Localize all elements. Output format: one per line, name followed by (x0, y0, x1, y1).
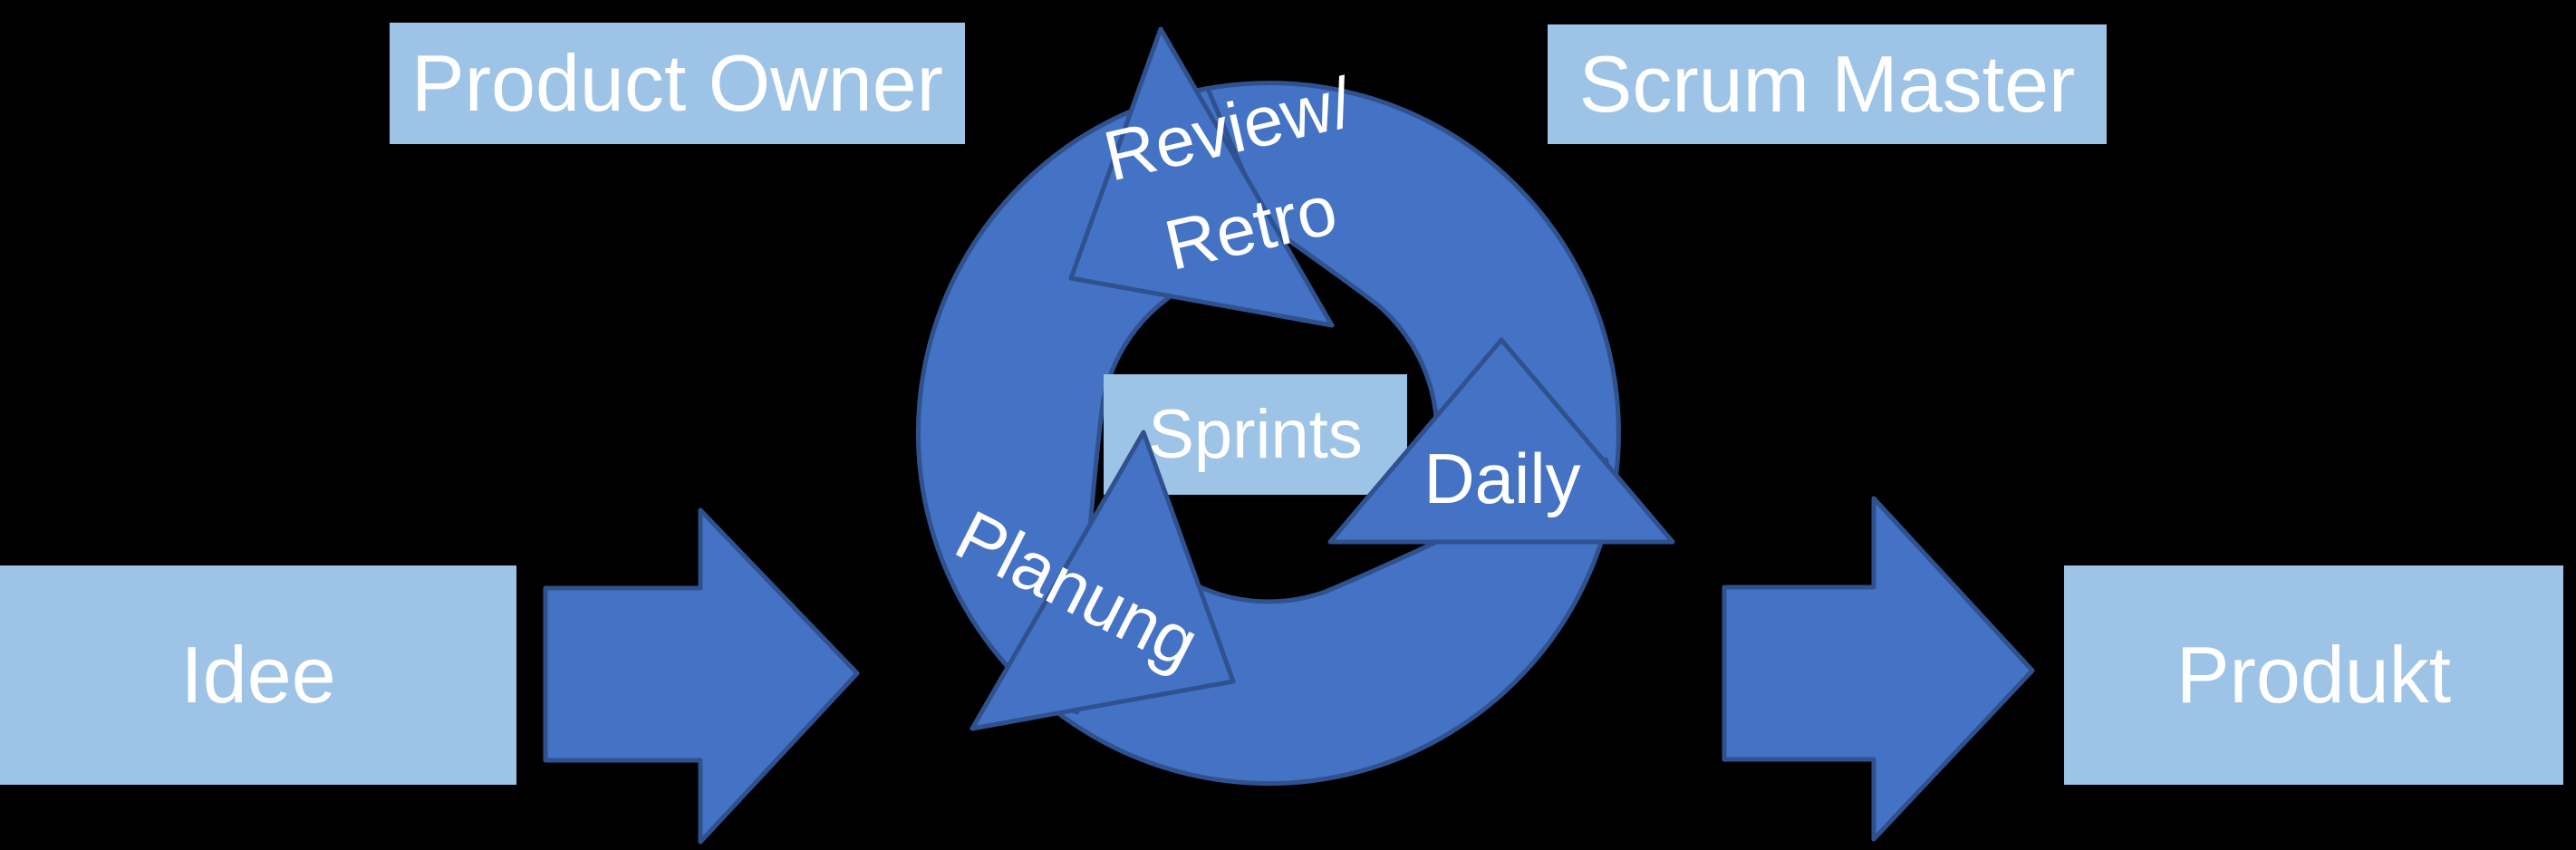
sprints-label-text: Sprints (1148, 395, 1363, 473)
daily-label: Daily (1321, 435, 1684, 522)
review-retro-arrowhead-triangle (1068, 26, 1335, 328)
idee-box: Idee (0, 565, 516, 785)
daily-arrowhead-triangle (1327, 337, 1675, 545)
scrum-master-box: Scrum Master (1548, 24, 2107, 144)
idee-to-cycle-arrow (543, 507, 860, 845)
product-owner-box: Product Owner (390, 23, 965, 144)
planung-arrowhead-triangle (970, 430, 1236, 731)
daily-label-text: Daily (1423, 438, 1581, 518)
sprints-label: Sprints (1104, 374, 1407, 495)
cycle-to-produkt-arrow (1722, 496, 2035, 842)
scrum-master-label: Scrum Master (1578, 39, 2076, 129)
product-owner-label: Product Owner (411, 38, 943, 128)
produkt-box: Produkt (2064, 565, 2563, 785)
idee-label: Idee (180, 630, 336, 720)
produkt-label: Produkt (2176, 630, 2452, 720)
